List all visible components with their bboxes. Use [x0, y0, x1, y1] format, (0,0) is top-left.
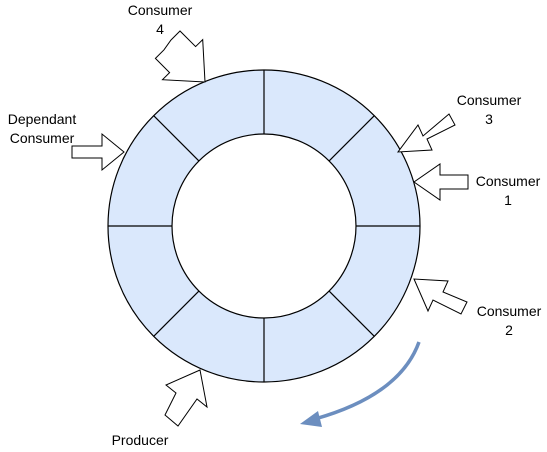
label-consumer-2-line1: Consumer: [477, 303, 542, 319]
consumer-3-arrow-shape: [396, 113, 456, 153]
ring-buffer: [107, 69, 421, 383]
producer-arrow-shape: [164, 369, 208, 427]
ring-inner: [171, 133, 357, 319]
label-dependant-consumer-line2: Consumer: [10, 130, 75, 146]
consumer-1-arrow: [413, 163, 469, 201]
consumer-4-arrow: [154, 30, 206, 83]
label-producer: Producer: [112, 432, 169, 448]
label-consumer-1-line2: 1: [504, 192, 512, 208]
label-consumer-4-line1: Consumer: [128, 2, 193, 18]
consumer-3-arrow: [396, 113, 456, 153]
label-consumer-3-line1: Consumer: [457, 92, 522, 108]
rotation-direction-arrow: [300, 341, 421, 427]
consumer-4-arrow-shape: [154, 30, 206, 83]
consumer-2-arrow: [413, 278, 468, 315]
producer-arrow: [164, 369, 208, 427]
label-consumer-3: Consumer 3: [457, 92, 522, 127]
ring-segment-divider: [328, 115, 375, 162]
label-consumer-2: Consumer 2: [477, 303, 542, 338]
label-consumer-1: Consumer 1: [476, 173, 541, 208]
dependant-consumer-arrow-shape: [71, 132, 125, 172]
label-dependant-consumer-line1: Dependant: [8, 111, 77, 127]
ring-segment-divider: [153, 115, 200, 162]
ring-segment-dividers: [108, 70, 420, 382]
label-consumer-4-line2: 4: [156, 21, 164, 37]
rotation-arrowhead: [300, 411, 322, 427]
rotation-arrow-curve: [314, 341, 421, 421]
label-producer-line1: Producer: [112, 432, 169, 448]
ring-segment-divider: [328, 290, 375, 337]
consumer-2-arrow-shape: [413, 278, 468, 315]
label-consumer-3-line2: 3: [485, 111, 493, 127]
label-dependant-consumer: Dependant Consumer: [8, 111, 77, 146]
dependant-consumer-arrow: [71, 132, 125, 172]
label-consumer-1-line1: Consumer: [476, 173, 541, 189]
consumer-1-arrow-shape: [413, 163, 469, 201]
label-consumer-4: Consumer 4: [128, 2, 193, 37]
label-consumer-2-line2: 2: [505, 322, 513, 338]
ring-segment-divider: [153, 290, 200, 337]
